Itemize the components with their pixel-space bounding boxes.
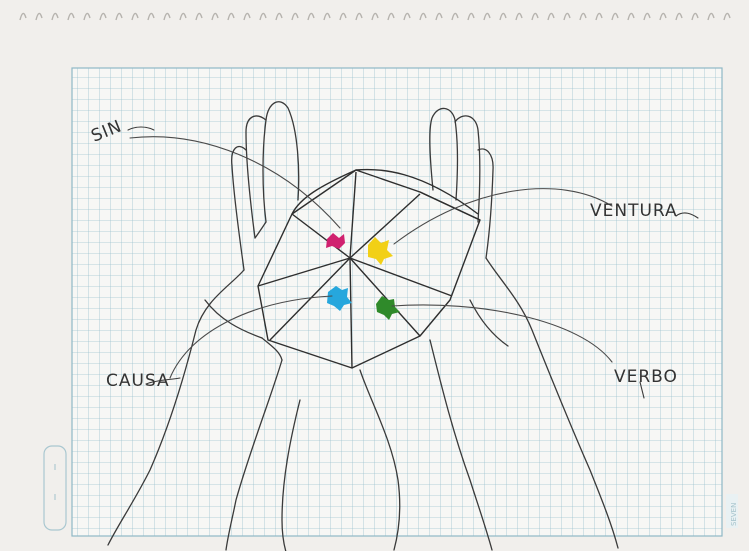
label-verbo: VERBO	[614, 367, 678, 387]
label-ventura: VENTURA	[590, 201, 678, 221]
notebook-brand-stamp: SEVEN	[726, 494, 738, 528]
svg-text:SEVEN: SEVEN	[730, 503, 738, 526]
grid-lines	[72, 68, 722, 536]
